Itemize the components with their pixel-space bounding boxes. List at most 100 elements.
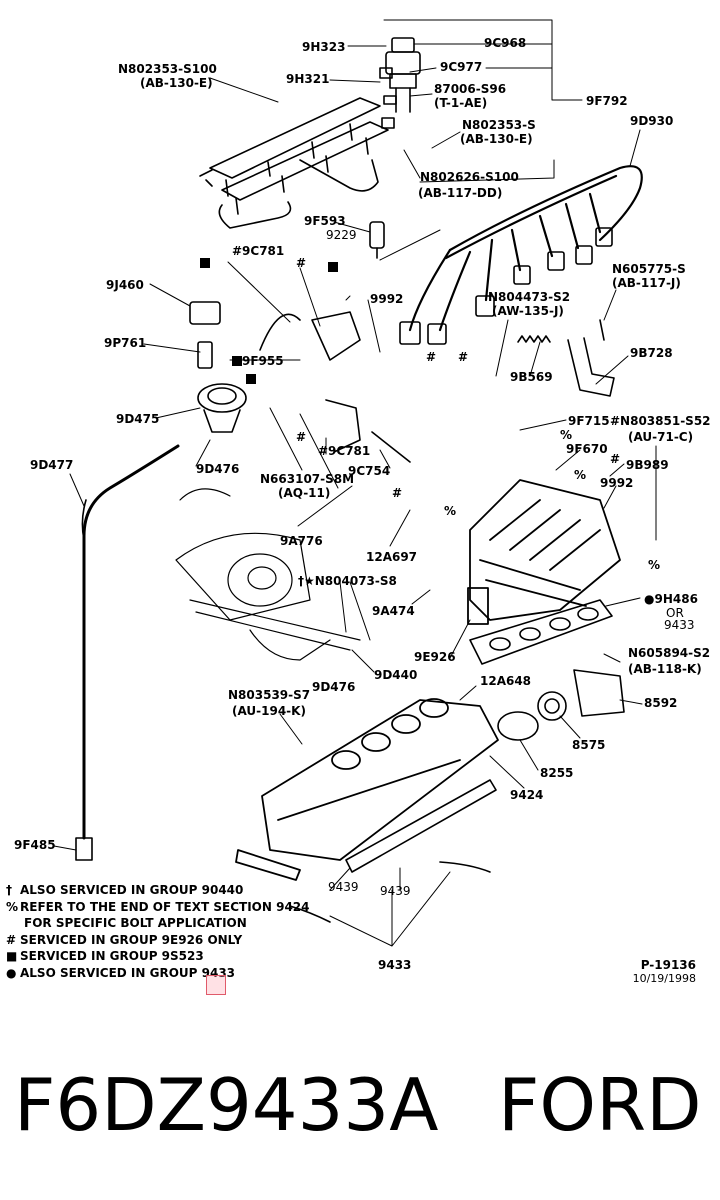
legend: †ALSO SERVICED IN GROUP 90440 %REFER TO … [6,882,310,981]
fitting-9f485 [75,837,93,861]
gasket-9e926 [469,599,613,665]
label-pct-b: % [574,468,587,482]
legend-text: FOR SPECIFIC BOLT APPLICATION [24,916,247,930]
legend-item: #SERVICED IN GROUP 9E926 ONLY [6,932,310,949]
label-9d475: 9D475 [116,412,160,426]
label-9c754: 9C754 [348,464,391,478]
label-pct-c: % [444,504,457,518]
legend-text: SERVICED IN GROUP 9S523 [20,949,204,963]
spring-9b569 [517,335,551,343]
exploded-parts-diagram: 9H323 9C968 N802353-S100 (AB-130-E) 9H32… [14,19,711,972]
throttle-linkage [259,311,411,463]
label-au-194-k: (AU-194-K) [232,704,306,718]
label-9b989: 9B989 [626,458,669,472]
diagram-drawing [53,19,657,947]
legend-marker: ● [6,965,17,980]
label-ab-117-j: (AB-117-J) [612,276,681,290]
label-9p761: 9P761 [104,336,147,350]
manifold-gaskets [289,779,497,923]
footer-caption: F6DZ9433A FORD [0,1050,720,1160]
label-9f593: 9F593 [304,214,346,228]
upper-intake-manifold [467,479,621,625]
legend-marker: ■ [6,949,18,963]
drawing-id: P-19136 [640,958,696,972]
highlight-box[interactable] [206,975,226,995]
label-aq-11: (AQ-11) [278,486,331,500]
label-hash-e: # [610,452,621,466]
label-9992-a: 9992 [370,292,404,306]
label-au-71-c: (AU-71-C) [628,430,694,444]
label-9f670: 9F670 [566,442,608,456]
egr-tube-bend [81,499,87,541]
label-9c781-a: #9C781 [232,244,285,258]
label-pct-a: % [560,428,573,442]
fuel-rail [199,97,389,229]
label-9b728: 9B728 [630,346,673,360]
label-n605775-s: N605775-S [612,262,686,276]
label-n804073-s8: †★N804073-S8 [298,574,397,588]
bolt [599,319,605,341]
label-hash-a: # [296,256,307,270]
label-hash-f: # [392,486,403,500]
label-hash-c: # [458,350,469,364]
legend-text: ALSO SERVICED IN GROUP 90440 [20,883,244,897]
engine-block-background [175,488,361,661]
part-number: F6DZ9433A [14,1063,439,1147]
label-9c781-b: #9C781 [318,444,371,458]
label-9d930: 9D930 [630,114,674,128]
label-9f792: 9F792 [586,94,628,108]
label-hash-d: # [296,430,307,444]
label-n802353-s100: N802353-S100 [118,62,217,76]
label-9h486: ●9H486 [644,592,698,606]
label-9h321: 9H321 [286,72,330,86]
label-ab-130-e-a: (AB-130-E) [140,76,213,90]
label-8255: 8255 [540,766,574,780]
label-hash-b: # [426,350,437,364]
label-9433-a: 9433 [664,618,695,632]
label-aw-135-j: (AW-135-J) [492,304,564,318]
label-9d476-b: 9D476 [312,680,356,694]
label-8575: 8575 [572,738,606,752]
label-n804473-s2: N804473-S2 [488,290,571,304]
label-9c968: 9C968 [484,36,527,50]
label-9c977: 9C977 [440,60,483,74]
label-9433-b: 9433 [378,958,412,972]
label-9j460: 9J460 [106,278,144,292]
label-9e926: 9E926 [414,650,456,664]
legend-item: ■SERVICED IN GROUP 9S523 [6,948,310,965]
label-9439-b: 9439 [380,884,411,898]
label-or: OR [666,606,684,620]
label-n663107-s8m: N663107-S8M [260,472,355,486]
label-9a474: 9A474 [372,604,415,618]
injector [369,221,385,259]
legend-marker: † [6,883,12,897]
label-9d440: 9D440 [374,668,418,682]
label-9229: 9229 [326,228,357,242]
label-9b569: 9B569 [510,370,553,384]
label-9992-b: 9992 [600,476,634,490]
thermostat-housing [497,669,625,741]
lower-intake-manifold [235,698,499,881]
label-ab-118-k: (AB-118-K) [628,662,702,676]
label-n802353-s: N802353-S [462,118,536,132]
label-9f485: 9F485 [14,838,56,852]
label-9d476-a: 9D476 [196,462,240,476]
legend-text: SERVICED IN GROUP 9E926 ONLY [20,932,243,947]
label-87006-s96: 87006-S96 [434,82,507,96]
wire-connectors [399,227,613,345]
label-n802626-s100: N802626-S100 [420,170,519,184]
brand-name: FORD [498,1063,702,1147]
label-n803851-s52: #N803851-S52 [610,414,711,428]
label-ab-117-dd: (AB-117-DD) [418,186,503,200]
legend-item: † ALSO SERVICED IN GROUP 90440 [6,882,310,899]
legend-text: REFER TO THE END OF TEXT SECTION 9424 [20,899,310,914]
label-8592: 8592 [644,696,678,710]
label-12a648: 12A648 [480,674,532,688]
legend-marker: # [6,932,17,947]
egr-valve [189,301,247,433]
label-n803539-s7: N803539-S7 [228,688,311,702]
legend-text: ALSO SERVICED IN GROUP 9433 [20,965,236,980]
label-t-1-ae: (T-1-AE) [434,96,488,110]
label-pct-d: % [648,558,661,572]
legend-item: ●ALSO SERVICED IN GROUP 9433 [6,965,310,982]
